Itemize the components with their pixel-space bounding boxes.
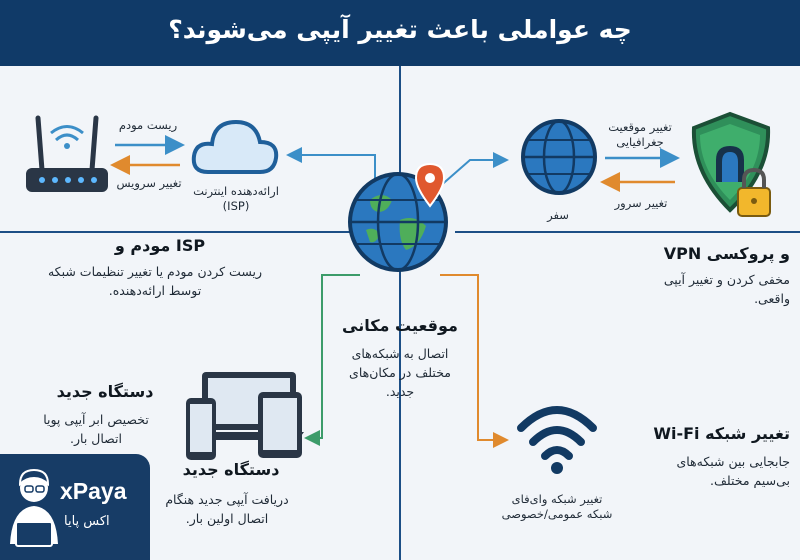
wifi-heading: تغییر شبکه Wi-Fi: [653, 424, 790, 443]
page-title: چه عواملی باعث تغییر آیپی می‌شوند؟: [168, 15, 632, 44]
brand-mascot-icon: [10, 468, 58, 547]
title-bar: [0, 0, 800, 66]
arrow-center-to-wifi: [440, 274, 509, 448]
travel-label: سفر: [547, 208, 569, 222]
isp-label-line2: (ISP): [222, 199, 250, 213]
modem-isp-heading: مودم و ISP: [114, 236, 206, 255]
arrow-center-to-device: [304, 274, 360, 446]
wifi-body: جابجایی بین شبکه‌های بی‌سیم مختلف.: [676, 454, 790, 488]
wifi-icon-label-line2: شبکه عمومی/خصوصی: [501, 507, 613, 521]
modem-isp-body: ریست کردن مودم یا تغییر تنظیمات شبکه توس…: [47, 264, 262, 298]
isp-label: ارائه‌دهنده اینترنت (ISP): [186, 184, 286, 214]
arrow-geo-change-label-line1: تغییر موقعیت: [608, 120, 672, 134]
devices-icon: [186, 372, 304, 460]
center-body: اتصال به شبکه‌های مختلف در مکان‌های جدید…: [349, 346, 451, 399]
arrow-geo-change-label: تغییر موقعیت جغرافیایی: [600, 120, 680, 150]
arrow-change-service-label: تغییر سرویس: [116, 176, 182, 190]
device-left-heading: دستگاه جدید: [56, 382, 154, 401]
wifi-icon: [517, 406, 597, 474]
arrow-server-change-label: تغییر سرور: [614, 196, 668, 210]
device-left-body: تخصیص ابر آیپی پویا اتصال بار.: [43, 412, 149, 446]
device-bottom-heading: دستگاه جدید: [182, 460, 280, 479]
router-icon: [26, 115, 108, 192]
vpn-body: مخفی کردن و تغییر آیپی واقعی.: [663, 272, 790, 306]
globe-pin-icon: [348, 162, 448, 272]
brand-name-fa: اکس پایا: [64, 514, 110, 529]
cloud-icon: [191, 119, 279, 174]
center-heading: موقعیت مکانی: [342, 316, 458, 335]
wifi-icon-label-line1: تغییر شبکه وای‌فای: [511, 492, 603, 506]
wifi-icon-label: تغییر شبکه وای‌فای شبکه عمومی/خصوصی: [496, 492, 618, 522]
vpn-heading: VPN و پروکسی: [663, 244, 790, 263]
brand-name: xPaya: [60, 478, 127, 504]
travel-globe-icon: [521, 119, 597, 195]
isp-label-line1: ارائه‌دهنده اینترنت: [193, 184, 279, 198]
shield-lock-icon: [691, 111, 771, 217]
device-bottom-body: دریافت آیپی جدید هنگام اتصال اولین بار.: [165, 492, 289, 526]
arrow-reset-modem-label: ریست مودم: [118, 118, 178, 132]
arrow-geo-change-label-line2: جغرافیایی: [616, 135, 664, 149]
